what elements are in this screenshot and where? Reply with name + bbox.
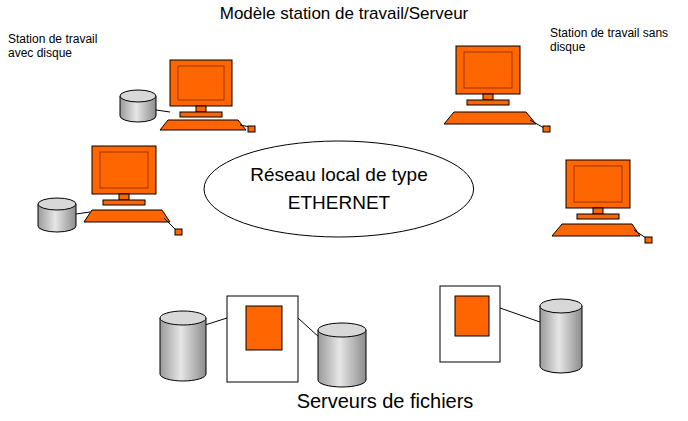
server-panel <box>246 306 282 350</box>
monitor-neck <box>119 194 129 200</box>
ellipse-outline <box>203 140 475 238</box>
mouse-cord <box>530 120 544 128</box>
server-cabinet <box>440 286 500 362</box>
mouse <box>645 237 652 243</box>
disk-top <box>540 299 582 313</box>
monitor <box>456 46 520 94</box>
workstation <box>120 60 255 132</box>
diagram-title: Modèle station de travail/Serveur <box>0 4 688 24</box>
keyboard <box>160 120 246 130</box>
workstation <box>444 46 550 132</box>
file-server <box>160 296 366 387</box>
monitor-base <box>577 214 619 219</box>
mouse <box>175 229 182 235</box>
keyboard <box>552 224 640 236</box>
mouse <box>248 126 255 132</box>
disk-top <box>318 323 366 337</box>
disk <box>540 306 582 373</box>
disk-top <box>38 198 76 210</box>
disk-top <box>160 311 206 325</box>
monitor-base <box>180 112 222 117</box>
disk-top <box>120 90 156 102</box>
network-ellipse: Réseau local de type ETHERNET <box>203 140 475 238</box>
mouse-cord <box>164 218 176 230</box>
disk-cable <box>500 308 540 322</box>
disk <box>318 330 366 387</box>
monitor-neck <box>593 208 603 214</box>
server-cabinet <box>227 296 298 382</box>
mouse <box>543 126 550 132</box>
disk-cable <box>156 110 170 112</box>
network-label: Réseau local de type ETHERNET <box>249 161 429 216</box>
screen <box>178 66 224 100</box>
file-server <box>440 286 582 373</box>
keyboard <box>444 112 536 124</box>
disk-cable <box>298 318 320 338</box>
keyboard <box>84 210 170 222</box>
monitor-base <box>103 200 145 205</box>
screen <box>574 166 622 202</box>
workstation <box>38 146 182 235</box>
monitor-neck <box>196 106 206 112</box>
workstation <box>552 160 652 243</box>
workstation-label: Station de travail avec disque <box>8 32 126 61</box>
monitor <box>170 60 232 106</box>
workstation-label: Station de travail sans disque <box>550 26 682 55</box>
screen <box>464 52 512 88</box>
ellipse-shape <box>204 141 474 237</box>
disk <box>160 318 206 381</box>
disk-cable <box>76 212 90 214</box>
screen <box>100 152 148 188</box>
monitor-base <box>467 100 509 105</box>
disk-cable <box>205 318 227 325</box>
diagram-caption: Serveurs de fichiers <box>200 390 570 413</box>
server-panel <box>455 296 489 336</box>
monitor <box>92 146 156 194</box>
monitor <box>566 160 630 208</box>
mouse-cord <box>634 230 646 238</box>
monitor-neck <box>483 94 493 100</box>
